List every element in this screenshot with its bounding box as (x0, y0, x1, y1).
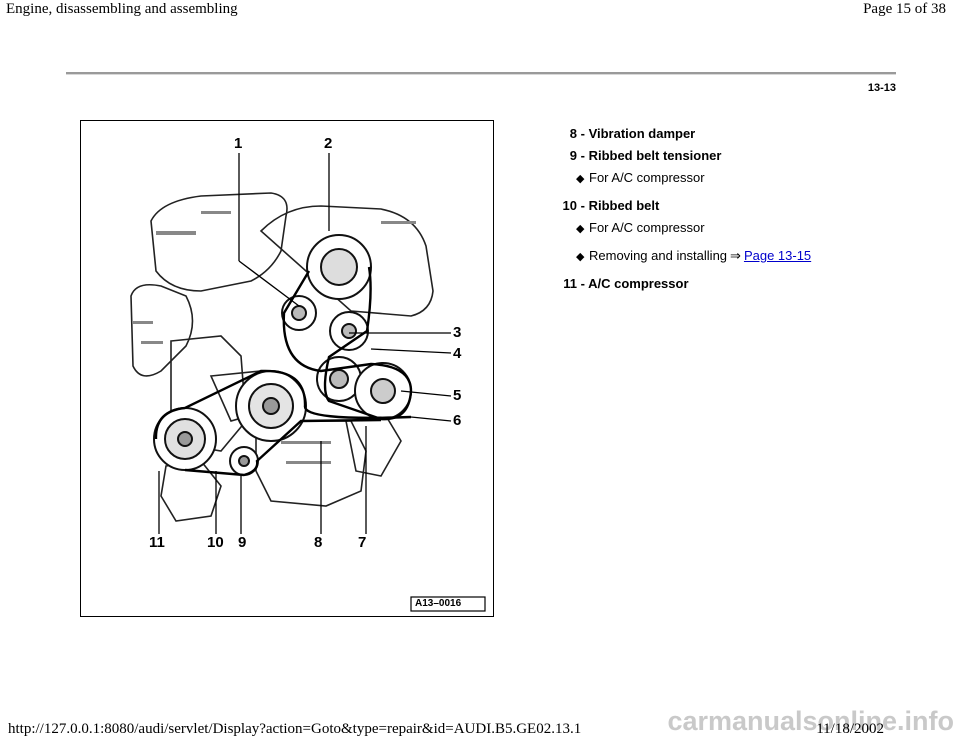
sub-item-text: For A/C compressor (589, 170, 705, 185)
arrow-icon: ⇒ (730, 248, 741, 263)
item-label: - A/C compressor (580, 276, 689, 291)
sub-item: ◆ Removing and installing⇒Page 13-15 (530, 248, 811, 276)
callout-9: 9 (238, 534, 247, 551)
figure-reference-box (410, 596, 486, 612)
item-number: 10 (562, 198, 577, 213)
diamond-bullet-icon: ◆ (576, 223, 585, 235)
document-title: Engine, disassembling and assembling (6, 1, 238, 17)
callout-7: 7 (358, 534, 367, 551)
item-number: 8 (569, 126, 577, 141)
item-label: - Vibration damper (580, 126, 696, 141)
item-number: 9 (569, 148, 577, 163)
diamond-bullet-icon: ◆ (576, 251, 585, 263)
page-indicator: Page 15 of 38 (863, 1, 946, 17)
callout-10: 10 (207, 534, 224, 551)
callout-8: 8 (314, 534, 323, 551)
page-link[interactable]: Page 13-15 (743, 248, 812, 263)
callout-6: 6 (453, 412, 462, 429)
list-item: 10 - Ribbed belt (530, 198, 811, 220)
engine-drawing (130, 153, 486, 612)
item-label: - Ribbed belt (580, 198, 660, 213)
item-number: 11 (563, 276, 577, 291)
sub-item: ◆ For A/C compressor (530, 220, 811, 248)
sub-item: ◆ For A/C compressor (530, 170, 811, 198)
callout-2: 2 (324, 135, 333, 152)
callout-1: 1 (234, 135, 243, 152)
footer-url: http://127.0.0.1:8080/audi/servlet/Displ… (8, 721, 582, 737)
callout-4: 4 (453, 345, 462, 362)
callout-3: 3 (453, 324, 462, 341)
item-label: - Ribbed belt tensioner (580, 148, 722, 163)
legend-list: 8 - Vibration damper 9 - Ribbed belt ten… (530, 126, 812, 298)
callout-5: 5 (453, 387, 462, 404)
watermark: carmanualsonline.info (667, 706, 954, 736)
list-item: 11 - A/C compressor (530, 276, 811, 298)
footer-date: 11/18/2002 (816, 721, 884, 737)
engine-belt-diagram: 1 2 3 4 5 6 7 8 9 10 11 A13–0016 (80, 120, 494, 617)
list-item: 8 - Vibration damper (530, 126, 811, 148)
section-number: 13-13 (867, 82, 896, 94)
list-item: 9 - Ribbed belt tensioner (530, 148, 811, 170)
sub-item-text: For A/C compressor (589, 220, 705, 235)
callout-11: 11 (149, 534, 165, 551)
header-rule (66, 72, 896, 75)
sub-item-text: Removing and installing (589, 248, 728, 263)
diamond-bullet-icon: ◆ (576, 173, 585, 185)
figure-reference-code: A13–0016 (415, 598, 462, 609)
